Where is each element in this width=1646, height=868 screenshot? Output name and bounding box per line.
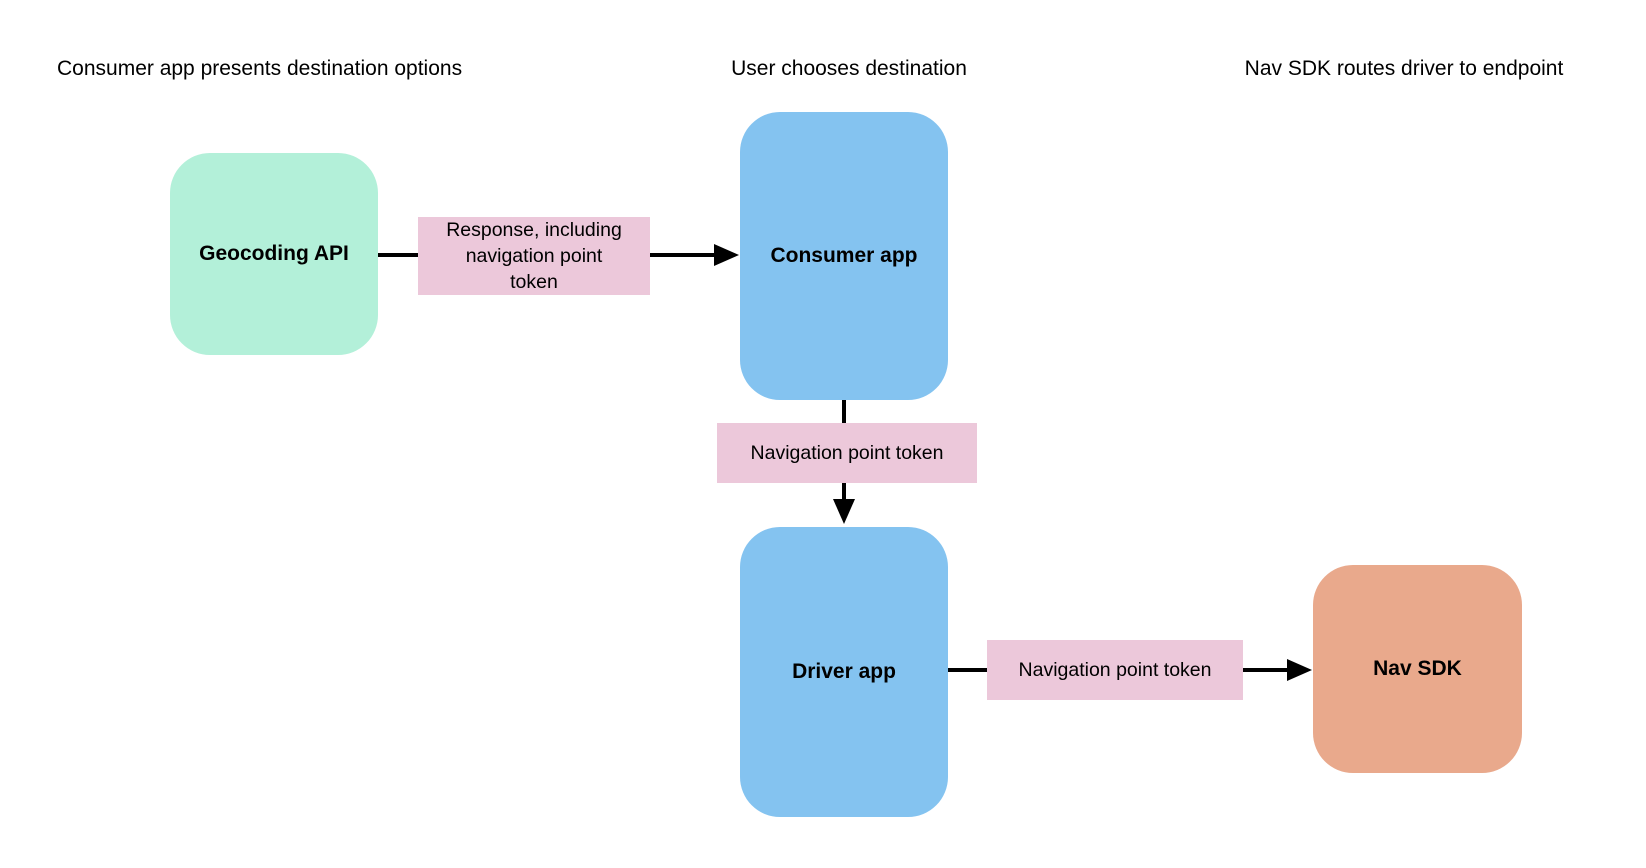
arrowhead-icon-driver-to-navsdk (1287, 659, 1312, 681)
edge-label-response-including-token: Response, including navigation point tok… (418, 217, 650, 295)
column-header-user-chooses: User chooses destination (731, 57, 967, 80)
node-geocoding-api: Geocoding API (170, 153, 378, 355)
arrowhead-icon-geocoding-to-consumer (714, 244, 739, 266)
edge-label-line: navigation point (465, 245, 603, 267)
edge-label-line: Navigation point token (750, 442, 944, 464)
edge-label-navigation-point-token-1: Navigation point token (717, 423, 977, 483)
arrowhead-icon-consumer-to-driver (833, 499, 855, 524)
node-label-consumer-app: Consumer app (770, 244, 918, 267)
node-driver-app: Driver app (740, 527, 948, 817)
node-label-geocoding-api: Geocoding API (199, 242, 349, 265)
column-header-consumer-presents: Consumer app presents destination option… (57, 57, 463, 80)
column-header-nav-sdk-routes: Nav SDK routes driver to endpoint (1244, 57, 1564, 80)
edge-label-line: Response, including (446, 219, 622, 241)
edge-label-line: Navigation point token (1018, 659, 1212, 681)
node-label-nav-sdk: Nav SDK (1373, 657, 1462, 680)
edge-label-line: token (510, 271, 558, 293)
node-label-driver-app: Driver app (792, 660, 896, 683)
node-consumer-app: Consumer app (740, 112, 948, 400)
node-nav-sdk: Nav SDK (1313, 565, 1522, 773)
edge-label-navigation-point-token-2: Navigation point token (987, 640, 1243, 700)
